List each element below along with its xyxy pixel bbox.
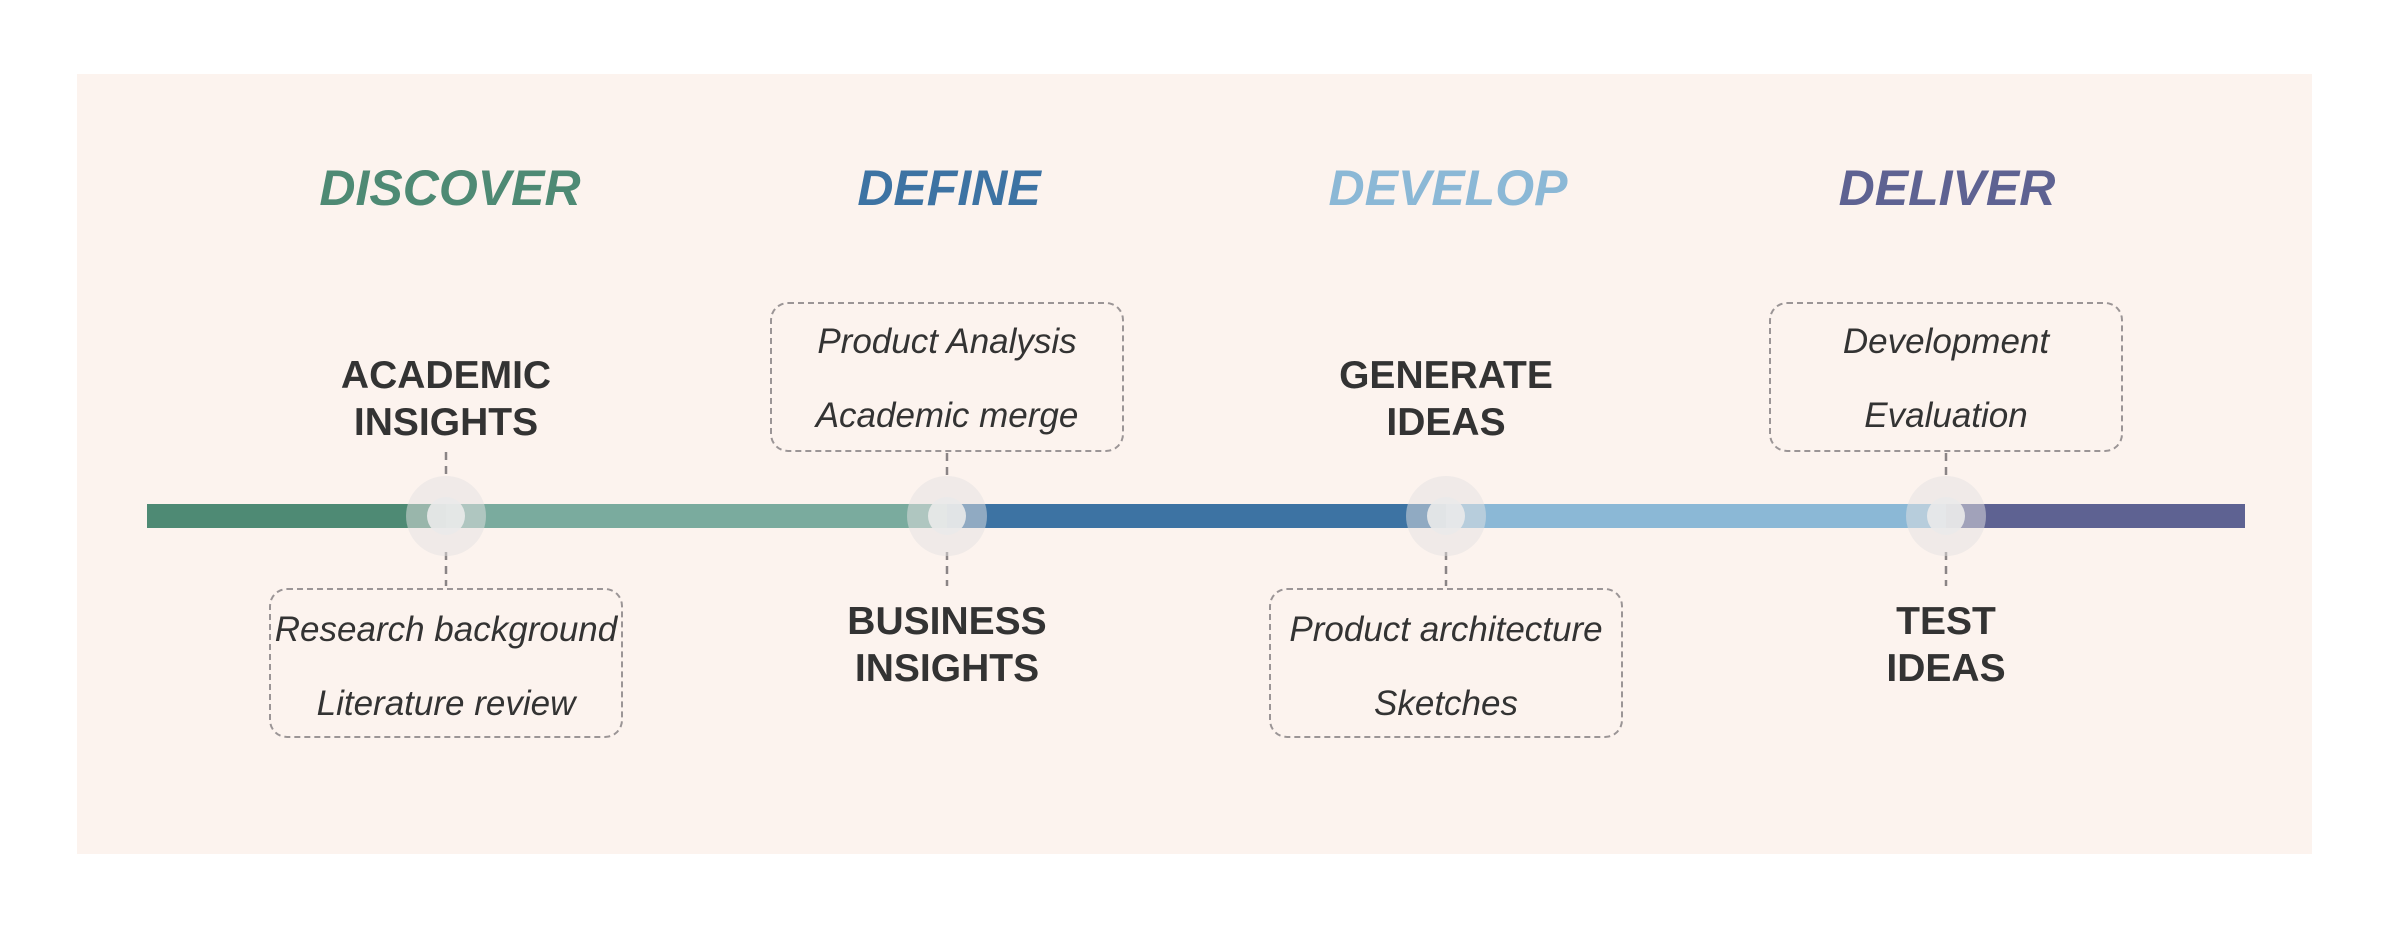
- milestone-label-1-line-1: ACADEMIC: [340, 354, 552, 397]
- note-box-2-item-1: Product Analysis: [817, 322, 1077, 361]
- phase-title-define: DEFINE: [857, 160, 1041, 216]
- track-segment-develop: [1446, 504, 1946, 528]
- phase-title-deliver: DELIVER: [1838, 160, 2056, 216]
- note-box-4: Development Evaluation: [1769, 302, 2123, 452]
- milestone-label-2-line-1: BUSINESS: [847, 600, 1047, 643]
- track-segment-deliver: [1946, 504, 2245, 528]
- note-box-1-item-1: Research background: [274, 610, 618, 649]
- milestone-label-4: TEST IDEAS: [1766, 598, 2126, 692]
- milestone-node-1: [406, 476, 486, 556]
- milestone-label-1: ACADEMIC INSIGHTS: [266, 352, 626, 446]
- milestone-node-4: [1906, 476, 1986, 556]
- diagram-panel: [77, 74, 2312, 854]
- milestone-label-3-line-1: GENERATE: [1339, 354, 1553, 397]
- milestone-label-3: GENERATE IDEAS: [1266, 352, 1626, 446]
- milestone-label-2-line-2: INSIGHTS: [854, 647, 1040, 690]
- milestone-label-2: BUSINESS INSIGHTS: [767, 598, 1127, 692]
- note-box-1: Research background Literature review: [269, 588, 623, 738]
- note-box-2-item-2: Academic merge: [815, 396, 1079, 435]
- note-box-4-item-2: Evaluation: [1864, 396, 2028, 435]
- note-box-3-item-2: Sketches: [1374, 684, 1518, 723]
- milestone-node-3: [1406, 476, 1486, 556]
- note-box-3: Product architecture Sketches: [1269, 588, 1623, 738]
- track-segment-discover-end: [446, 504, 947, 528]
- note-box-3-item-1: Product architecture: [1289, 610, 1603, 649]
- note-box-4-item-1: Development: [1842, 322, 2050, 361]
- milestone-label-4-line-2: IDEAS: [1886, 647, 2006, 690]
- milestone-label-1-line-2: INSIGHTS: [353, 401, 539, 444]
- milestone-label-3-line-2: IDEAS: [1386, 401, 1506, 444]
- note-box-2: Product Analysis Academic merge: [770, 302, 1124, 452]
- milestone-node-2: [907, 476, 987, 556]
- milestone-label-4-line-1: TEST: [1896, 600, 1996, 643]
- phase-title-discover: DISCOVER: [319, 160, 581, 216]
- track-segment-discover-start: [147, 504, 446, 528]
- phase-title-develop: DEVELOP: [1328, 160, 1568, 216]
- note-box-1-item-2: Literature review: [316, 684, 576, 723]
- track-segment-define: [947, 504, 1446, 528]
